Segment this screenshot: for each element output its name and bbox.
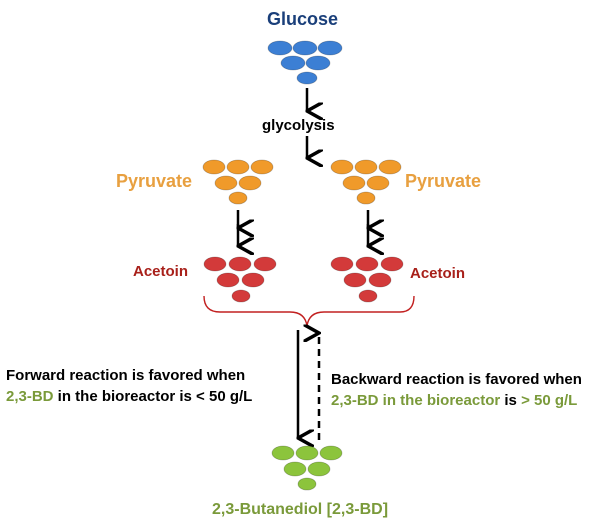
acetoin-left-cluster (203, 256, 277, 303)
butanediol-label: 2,3-Butanediol [2,3-BD] (212, 501, 389, 518)
molecule-ball (368, 272, 392, 288)
molecule-ball (202, 159, 226, 175)
molecule-ball (330, 159, 354, 175)
backward-note-end: > 50 g/L (521, 392, 578, 409)
molecule-ball (378, 159, 402, 175)
pyruvate-left-cluster (202, 159, 274, 205)
molecule-ball (271, 445, 295, 461)
molecule-ball (355, 256, 379, 272)
molecule-ball (342, 175, 366, 191)
molecule-ball (305, 55, 331, 71)
pyruvate-left-label: Pyruvate (116, 171, 193, 191)
molecule-ball (283, 461, 307, 477)
forward-note-line1: Forward reaction is favored when (6, 367, 246, 384)
pyruvate-right-cluster (330, 159, 402, 205)
molecule-ball (228, 191, 248, 205)
glucose-label: Glucose (267, 9, 339, 29)
molecule-ball (253, 256, 277, 272)
molecule-ball (214, 175, 238, 191)
forward-note-rest: in the bioreactor is < 50 g/L (53, 388, 253, 405)
backward-note-highlight: 2,3-BD in the bioreactor (331, 392, 501, 409)
molecule-ball (238, 175, 262, 191)
molecule-ball (343, 272, 367, 288)
glucose-cluster (267, 40, 343, 85)
molecule-ball (297, 477, 317, 491)
molecule-ball (228, 256, 252, 272)
forward-note-line2: 2,3-BD in the bioreactor is < 50 g/L (6, 389, 252, 404)
molecule-ball (292, 40, 318, 56)
acetoin-right-cluster (330, 256, 404, 303)
molecule-ball (307, 461, 331, 477)
molecule-ball (231, 289, 251, 303)
molecule-ball (354, 159, 378, 175)
molecule-ball (356, 191, 376, 205)
backward-note-line2: 2,3-BD in the bioreactor is > 50 g/L (331, 393, 577, 408)
molecule-ball (280, 55, 306, 71)
molecule-ball (203, 256, 227, 272)
butanediol-cluster (271, 445, 343, 491)
pyruvate-right-label: Pyruvate (405, 171, 482, 191)
glycolysis-label: glycolysis (262, 117, 335, 134)
molecule-ball (317, 40, 343, 56)
molecule-ball (330, 256, 354, 272)
molecule-ball (296, 71, 318, 85)
molecule-ball (366, 175, 390, 191)
molecule-ball (295, 445, 319, 461)
molecule-ball (250, 159, 274, 175)
forward-note-highlight: 2,3-BD (6, 388, 54, 405)
backward-note-mid: is (500, 392, 522, 409)
backward-note-line1: Backward reaction is favored when (331, 371, 582, 388)
molecule-ball (267, 40, 293, 56)
molecule-ball (216, 272, 240, 288)
molecule-ball (226, 159, 250, 175)
molecule-ball (241, 272, 265, 288)
molecule-ball (319, 445, 343, 461)
molecule-ball (380, 256, 404, 272)
molecule-ball (358, 289, 378, 303)
acetoin-left-label: Acetoin (133, 263, 189, 280)
acetoin-right-label: Acetoin (410, 265, 466, 282)
